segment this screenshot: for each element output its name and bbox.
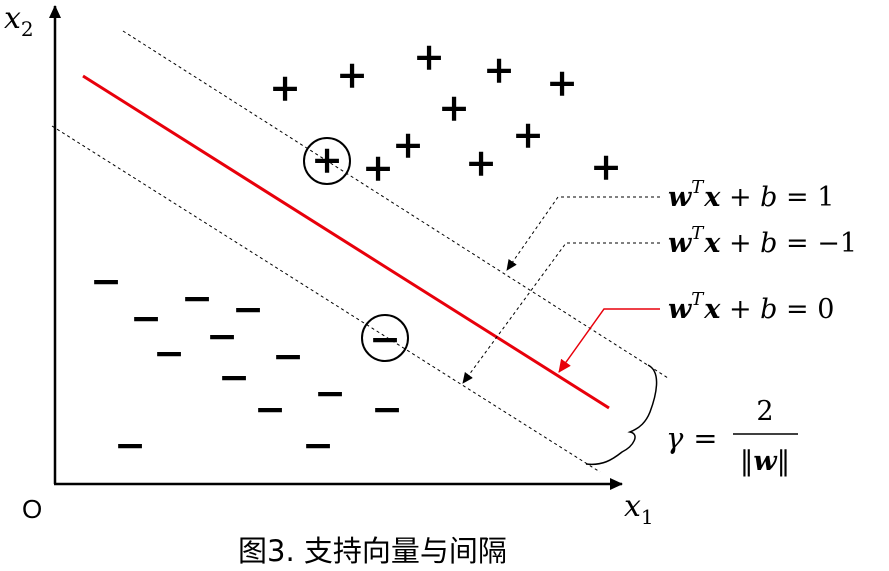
- positive-point: +: [269, 65, 301, 110]
- origin-label: O: [22, 494, 42, 524]
- positive-point: +: [336, 52, 368, 97]
- negative-point: −: [206, 313, 238, 358]
- margin-numerator: 2: [756, 396, 773, 427]
- negative-class-points: − − − − − − − − − − − − − −: [90, 258, 403, 467]
- lower-margin-line: [51, 125, 601, 473]
- positive-point: +: [392, 122, 424, 167]
- positive-class-points: + + + + + + + + + + + +: [269, 34, 622, 190]
- positive-point: +: [512, 112, 544, 157]
- negative-point: −: [90, 258, 122, 303]
- upper-margin-equation: wTx + b = 1: [668, 177, 834, 213]
- lower-margin-equation: wTx + b = −1: [668, 223, 857, 259]
- hyperplane-pointer-arrow: [558, 308, 660, 373]
- upper-margin-pointer-arrow: [506, 196, 660, 271]
- figure-caption: 图3. 支持向量与间隔: [238, 534, 507, 568]
- positive-point: +: [546, 60, 578, 105]
- negative-point: −: [254, 386, 286, 431]
- negative-point: −: [232, 286, 264, 331]
- positive-support-vector-circle: [303, 137, 351, 185]
- positive-point: +: [590, 144, 622, 189]
- margin-formula: γ = 2 ‖w‖: [666, 396, 798, 477]
- negative-point: −: [272, 333, 304, 378]
- x-axis-label: x1: [624, 489, 654, 529]
- negative-point: −: [314, 370, 346, 415]
- positive-point: +: [465, 140, 497, 185]
- negative-point: −: [371, 386, 403, 431]
- negative-point: −: [153, 330, 185, 375]
- positive-point: +: [438, 85, 470, 130]
- gamma-equals: =: [684, 421, 727, 455]
- negative-support-vector-circle: [361, 314, 409, 362]
- negative-point: −: [302, 422, 334, 467]
- margin-brace: [585, 364, 658, 466]
- y-axis-label: x2: [4, 1, 34, 41]
- negative-point: −: [114, 422, 146, 467]
- lower-margin-pointer-arrow: [462, 242, 660, 384]
- separating-hyperplane: [82, 74, 610, 410]
- positive-point: +: [483, 47, 515, 92]
- margin-denominator: ‖w‖: [740, 446, 790, 477]
- negative-support-vector-point: −: [369, 316, 401, 361]
- positive-point: +: [362, 145, 394, 190]
- negative-point: −: [181, 275, 213, 320]
- hyperplane-equation: wTx + b = 0: [668, 289, 834, 325]
- negative-point: −: [218, 354, 250, 399]
- gamma-symbol: γ: [666, 421, 684, 455]
- positive-point: +: [413, 34, 445, 79]
- negative-point: −: [130, 295, 162, 340]
- positive-support-vector-point: +: [311, 137, 343, 182]
